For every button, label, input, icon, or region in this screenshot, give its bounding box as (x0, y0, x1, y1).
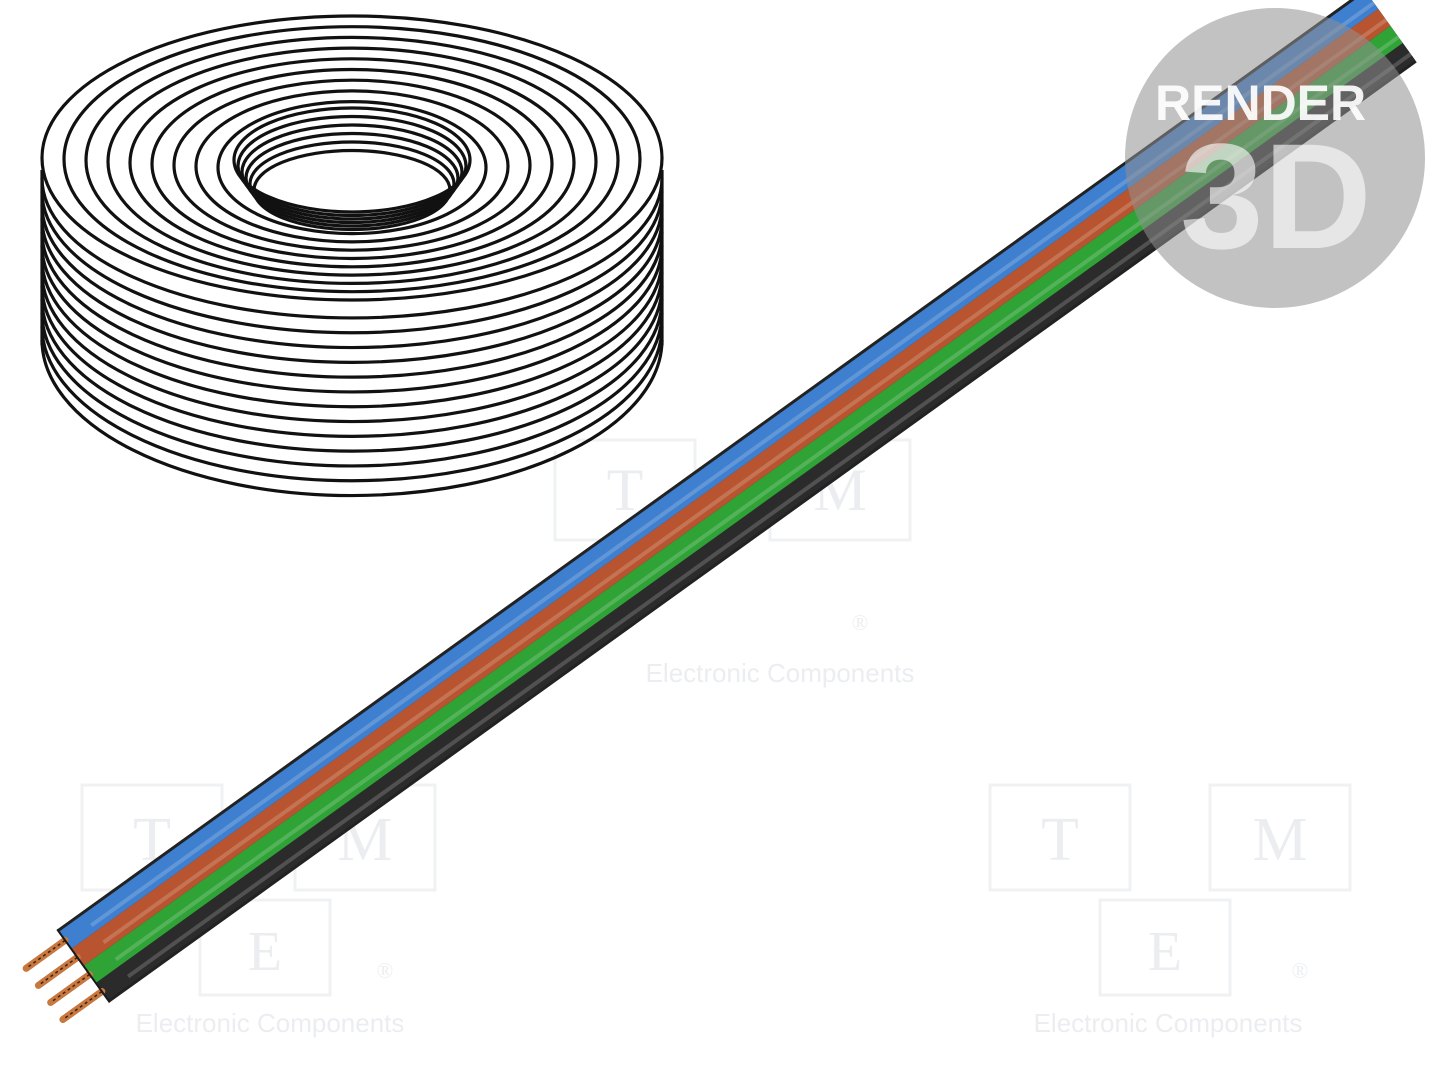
coil-winding (40, 285, 664, 438)
copper-strand (62, 990, 103, 1021)
watermark-caption: Electronic Components (1034, 1008, 1303, 1038)
coil-ring-inner (232, 106, 472, 214)
cable-conductor (58, 0, 1379, 949)
coil-winding (40, 326, 664, 483)
coil-ring-inner (236, 114, 468, 218)
badge-line1: RENDER (1155, 75, 1366, 131)
coil-ring-top (194, 89, 510, 244)
coil-ring-top (150, 67, 554, 261)
coil-ring-top (128, 57, 576, 269)
watermark-letter: T (607, 457, 644, 523)
watermark-registered: ® (1292, 958, 1309, 983)
coil-ring-top (62, 25, 642, 294)
copper-strand (37, 956, 78, 987)
coil-ring-inner (244, 131, 460, 225)
watermark-letter: T (1041, 806, 1079, 874)
watermark-registered: ® (852, 610, 869, 635)
badge-line2: 3D (1180, 112, 1372, 280)
coil-winding (40, 339, 664, 498)
coil-winding (40, 191, 664, 335)
cable-conductor (95, 42, 1416, 1000)
watermark-letter: E (248, 921, 282, 983)
watermark-caption: Electronic Components (646, 658, 915, 688)
ribbon-end-cap (56, 928, 111, 1004)
copper-strand (25, 939, 66, 969)
coil-winding (40, 312, 664, 468)
coil-ring-inner (248, 140, 456, 228)
coil-winding (40, 231, 664, 379)
coil-winding (40, 299, 664, 453)
cable-coil-icon (40, 14, 664, 498)
coil-winding (40, 177, 664, 320)
coil-winding (40, 218, 664, 364)
watermark-letter: E (1148, 921, 1182, 983)
coil-winding (40, 272, 664, 424)
copper-strand (50, 973, 91, 1004)
coil-winding (40, 258, 664, 409)
watermark-registered: ® (377, 958, 394, 983)
coil-winding (40, 245, 664, 394)
cable-conductor (71, 8, 1391, 966)
coil-ring-top (172, 78, 532, 252)
coil-ring-top (216, 100, 488, 236)
render-3d-badge: RENDER 3D (1125, 8, 1425, 308)
coil-ring-top (106, 46, 598, 277)
watermark-bottom-right: T M E ® Electronic Components (988, 783, 1352, 1038)
watermark-caption: Electronic Components (136, 1008, 405, 1038)
watermark-center: T M ® Electronic Components (553, 438, 915, 688)
coil-ring-top (40, 14, 664, 302)
coil-ring-inner (240, 123, 464, 221)
coil-ring-top (84, 35, 620, 285)
ribbon-cable-icon (22, 0, 1417, 1024)
cable-conductor (83, 25, 1403, 983)
coil-winding (40, 204, 664, 350)
watermark-letter: M (1252, 806, 1307, 874)
coil-ring-inner (252, 148, 452, 232)
